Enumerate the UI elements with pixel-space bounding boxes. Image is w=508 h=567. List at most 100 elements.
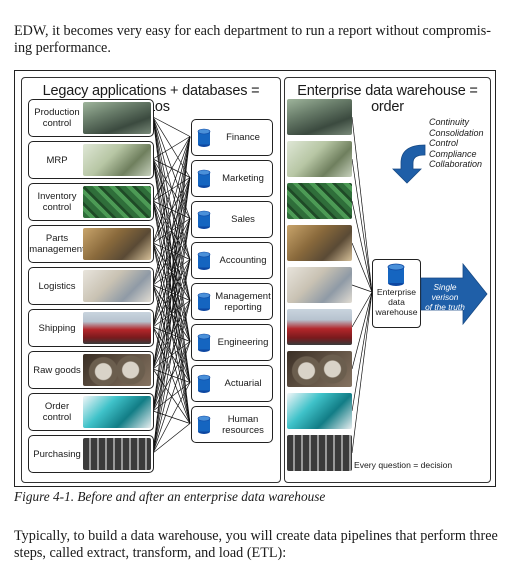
connection-line [152,300,191,454]
application-box: Production control [28,99,154,137]
connection-line [152,136,191,244]
keyboard-photo [287,435,352,471]
laptop-screen-photo [83,396,151,428]
database-icon [197,169,211,188]
bottom-note: Every question = decision [354,460,453,470]
edw-line [351,291,373,370]
benefit-item: Control [429,138,459,148]
chaos-connection-lines [152,116,191,454]
department-label: Marketing [222,173,264,184]
application-label: Raw goods [33,364,81,376]
application-box: MRP [28,141,154,179]
edw-line [351,291,373,454]
department-box: Sales [191,201,273,238]
intro-paragraph: EDW, it becomes very easy for each depar… [14,23,491,56]
department-label: Sales [231,214,255,225]
database-icon [387,263,405,286]
steel-coils-photo [287,351,352,387]
steel-coils-photo [83,354,151,386]
application-box: Parts management [28,225,154,263]
connection-line [152,341,191,454]
connection-line [152,177,191,454]
benefit-item: Consolidation [429,127,484,138]
circuit-boards-photo [287,183,352,219]
benefit-item: Collaboration [429,159,483,169]
database-icon [197,210,211,229]
department-label: Accounting [219,255,267,266]
curved-arrow-icon [392,144,426,184]
single-version-arrow-icon [420,262,488,326]
factory-floor-photo [287,99,352,135]
connection-line [152,116,191,137]
connection-line [152,218,191,454]
connection-line [152,136,191,286]
department-label: Finance [226,132,260,143]
connection-line [152,423,191,454]
database-icon [197,128,211,147]
application-label: Purchasing [33,448,81,460]
edw-line [351,291,373,328]
single-version-label: Single verison of the truth [425,282,465,312]
department-label: Human resources [222,413,264,436]
application-box: Order control [28,393,154,431]
connection-line [152,259,191,454]
application-label: Inventory control [37,191,77,213]
application-box: Raw goods [28,351,154,389]
edw-line [351,116,373,293]
connection-line [152,136,191,328]
outro-paragraph: Typically, to build a data warehouse, yo… [14,528,498,561]
computer-desk-photo [83,144,151,176]
warehouse-boxes-photo [83,228,151,260]
edw-figure: Legacy applications + databases = chaos … [14,70,496,487]
benefits-list: Continuity Consolidation Control Complia… [429,117,484,170]
database-icon [197,374,211,393]
factory-floor-photo [83,102,151,134]
edw-line [351,158,373,293]
application-label: Parts management [29,233,85,255]
red-trucks-photo [83,312,151,344]
edw-line [351,200,373,293]
route-map-photo [287,267,352,303]
edw-fan-in-lines [351,116,373,454]
warehouse-boxes-photo [287,225,352,261]
benefit-item: Compliance [429,148,477,159]
database-icon [197,415,211,434]
edw-line [351,242,373,293]
department-label: Actuarial [224,378,262,389]
edw-line [351,291,373,412]
department-box: Actuarial [191,365,273,402]
edw-line [351,284,373,293]
department-box: Marketing [191,160,273,197]
benefit-item: Continuity [429,117,470,127]
connection-line [152,136,191,454]
connection-line [152,382,191,454]
application-label: Production control [34,107,80,129]
application-label: Order control [42,401,72,423]
connection-line [152,136,191,370]
edw-database-box: Enterprise data warehouse [372,259,421,328]
application-box: Inventory control [28,183,154,221]
database-icon [197,251,211,270]
route-map-photo [83,270,151,302]
connection-line [152,136,191,160]
application-box: Logistics [28,267,154,305]
circuit-boards-photo [83,186,151,218]
application-label: MRP [46,154,68,166]
computer-desk-photo [287,141,352,177]
department-box: Management reporting [191,283,273,320]
department-box: Accounting [191,242,273,279]
application-label: Logistics [38,280,76,292]
connection-line [152,136,191,412]
department-box: Human resources [191,406,273,443]
application-box: Purchasing [28,435,154,473]
red-trucks-photo [287,309,352,345]
department-box: Engineering [191,324,273,361]
figure-caption: Figure 4-1. Before and after an enterpri… [14,489,326,504]
edw-panel-title: Enterprise data warehouse = order [297,83,478,115]
keyboard-photo [83,438,151,470]
connection-line [152,136,191,202]
department-label: Management reporting [215,290,271,313]
laptop-screen-photo [287,393,352,429]
department-label: Engineering [217,337,269,348]
application-label: Shipping [38,322,76,334]
